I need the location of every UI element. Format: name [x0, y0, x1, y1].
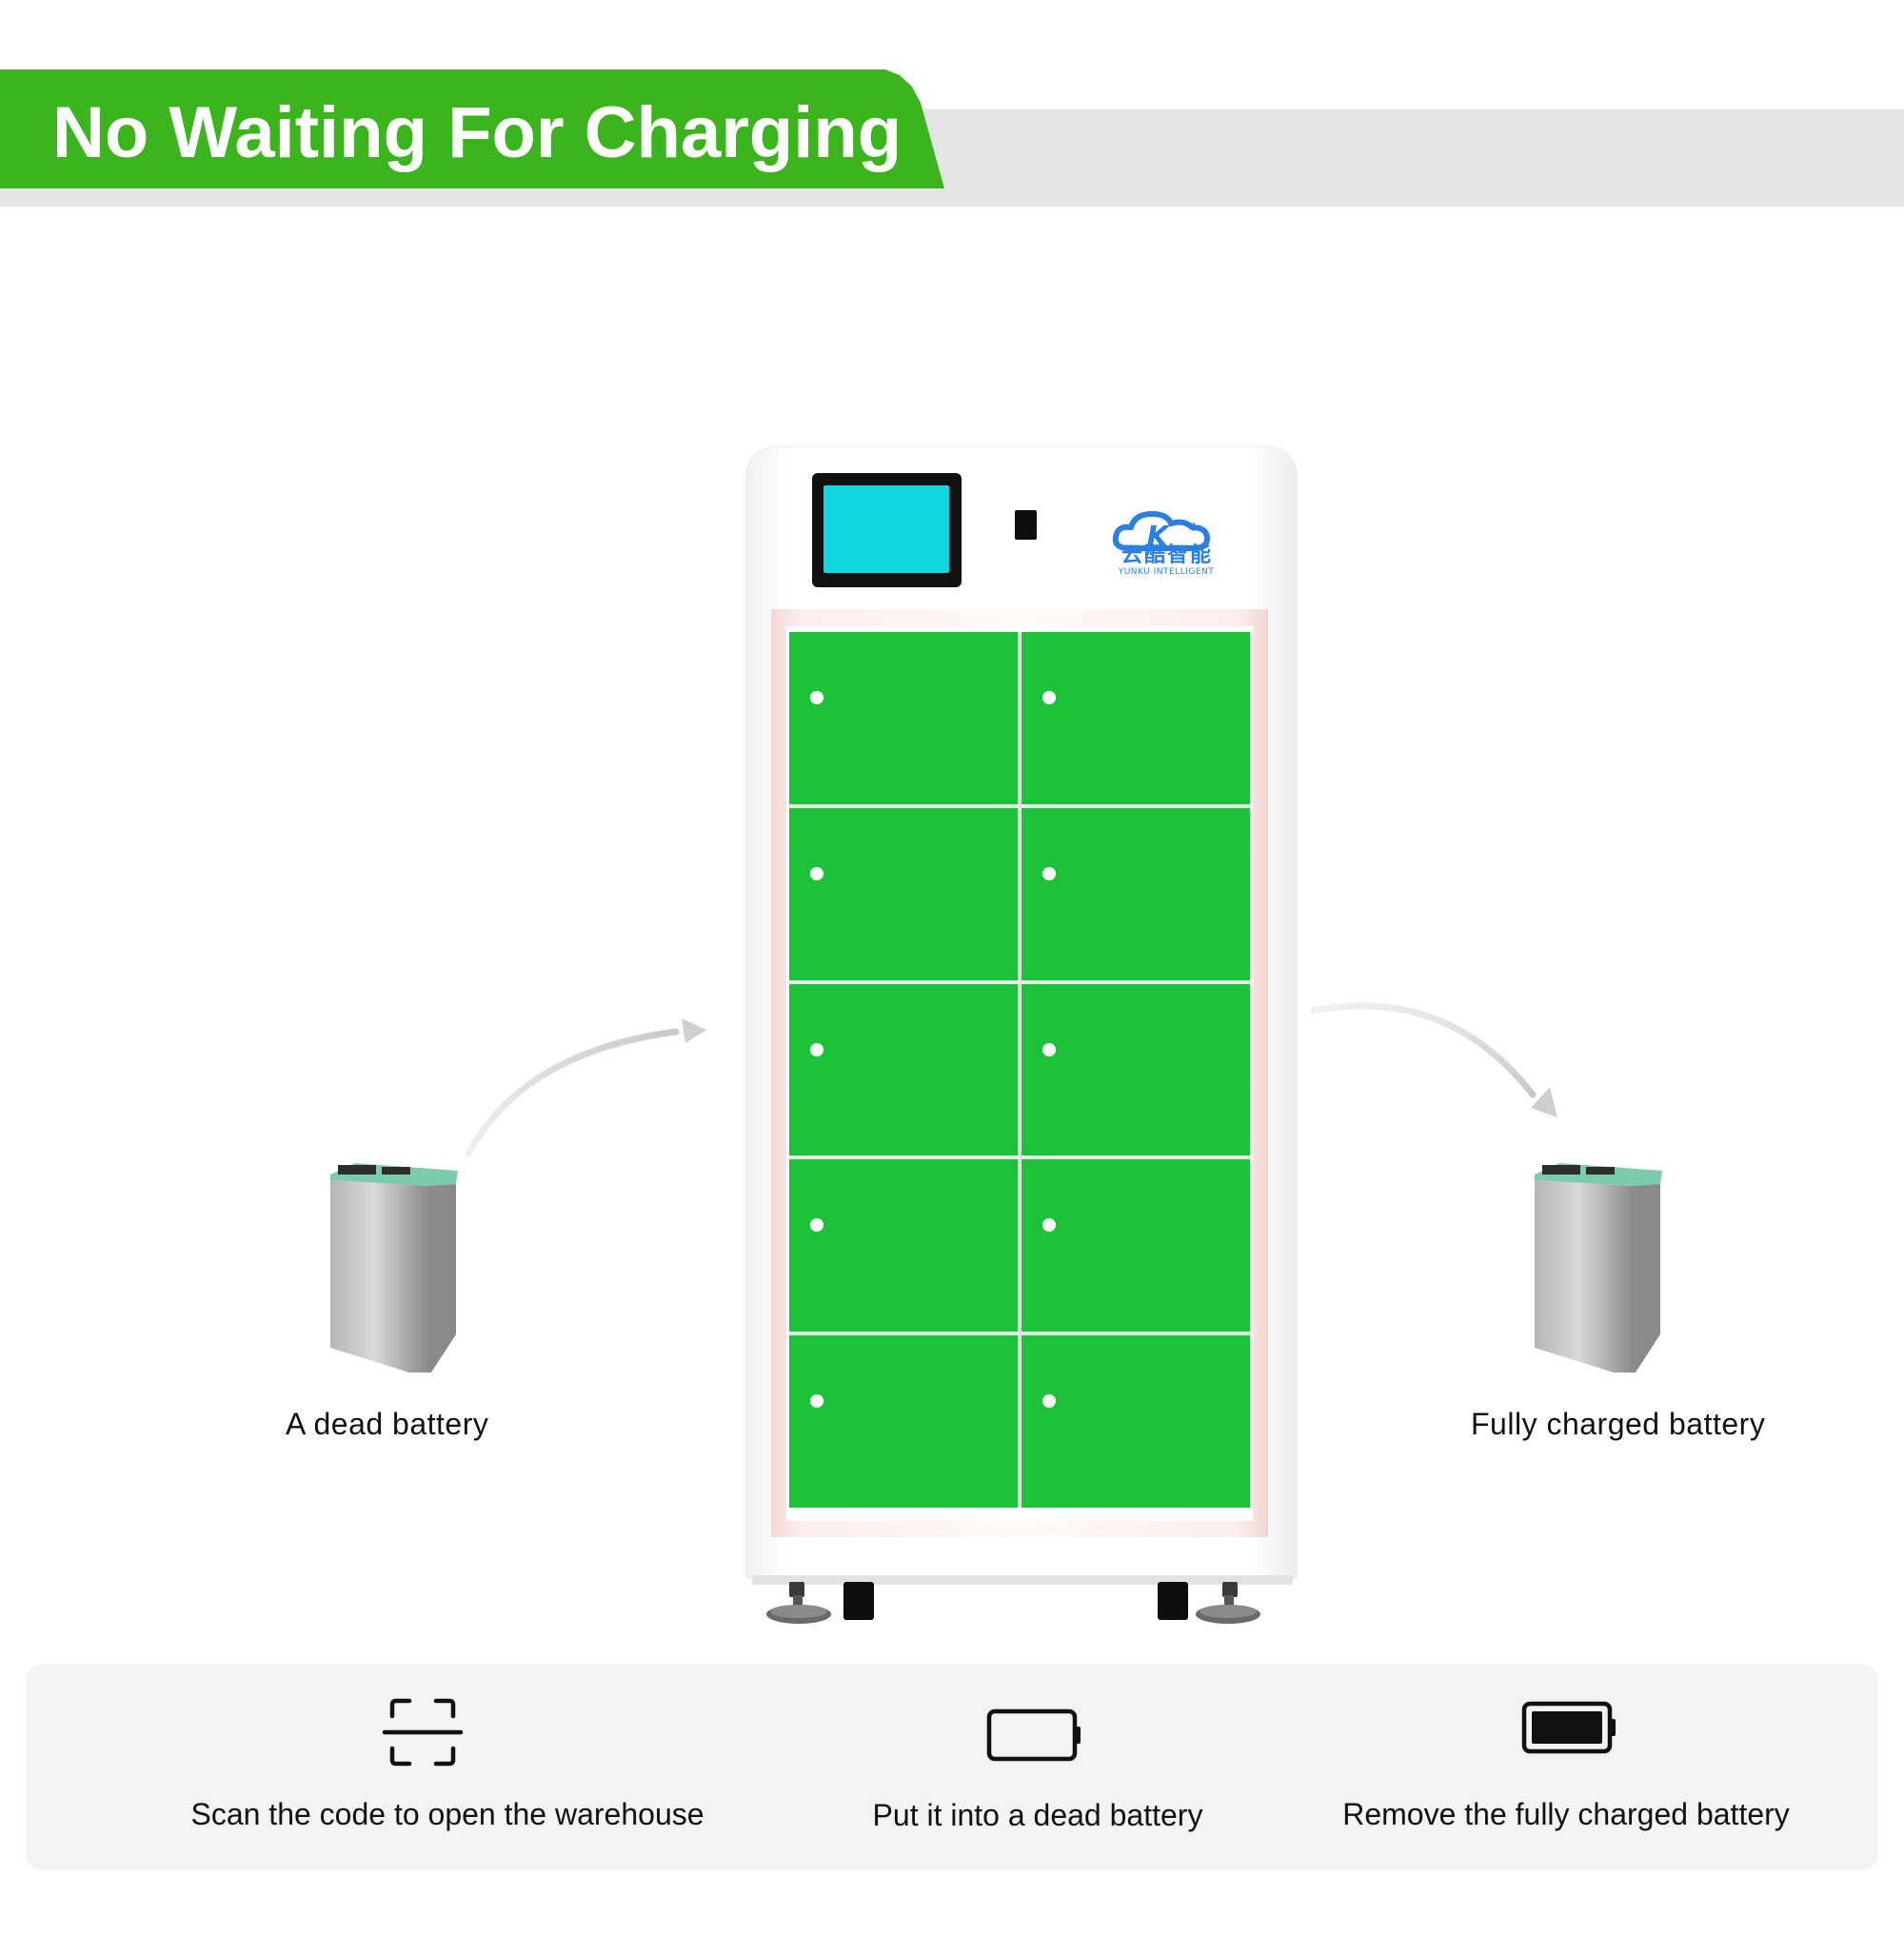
dead-battery-caption: A dead battery — [286, 1407, 489, 1441]
locker-door — [789, 807, 1018, 980]
full-battery-icon — [1521, 1701, 1616, 1754]
locker-indicator-light — [810, 1394, 823, 1409]
leveling-foot-icon — [766, 1582, 831, 1624]
charged-battery-image — [1535, 1163, 1662, 1372]
locker-grid — [789, 632, 1250, 1508]
svg-text:+: + — [1188, 520, 1200, 535]
locker-indicator-light — [810, 866, 823, 880]
brand-cloud-logo-icon: K + — [1112, 511, 1210, 554]
arrow-to-charged-battery-icon — [1310, 1002, 1557, 1117]
locker-indicator-light — [810, 1042, 823, 1056]
caster-wheel — [843, 1582, 874, 1620]
locker-door — [1021, 807, 1250, 980]
step-2-label: Put it into a dead battery — [872, 1798, 1203, 1832]
empty-battery-icon — [986, 1708, 1081, 1762]
brand-name-en: YUNKU INTELLIGENT — [1118, 567, 1215, 577]
locker-door — [1021, 632, 1250, 804]
locker-indicator-light — [1042, 1394, 1056, 1409]
locker-door — [789, 1159, 1018, 1333]
steps-panel — [27, 1665, 1877, 1869]
touch-screen — [823, 485, 949, 573]
header-title-banner — [0, 69, 944, 188]
locker-door — [1021, 1159, 1250, 1333]
locker-indicator-light — [810, 1218, 823, 1233]
locker-door — [1021, 1335, 1250, 1508]
code-scanner — [1015, 510, 1037, 540]
locker-indicator-light — [810, 691, 823, 704]
charged-battery-caption: Fully charged battery — [1471, 1407, 1766, 1441]
locker-indicator-light — [1042, 1218, 1056, 1233]
locker-indicator-light — [1042, 691, 1056, 704]
locker-door — [789, 632, 1018, 804]
step-3-label: Remove the fully charged battery — [1342, 1797, 1790, 1831]
cabinet-base — [752, 1575, 1293, 1585]
scan-frame-icon — [382, 1698, 464, 1767]
svg-text:K: K — [1146, 521, 1171, 554]
brand-name-cn: 云酷智能 — [1121, 543, 1213, 567]
step-1-label: Scan the code to open the warehouse — [190, 1797, 704, 1831]
page-title: No Waiting For Charging — [52, 92, 902, 173]
locker-indicator-light — [1042, 1042, 1056, 1056]
locker-door — [1021, 983, 1250, 1156]
locker-door — [789, 1335, 1018, 1508]
arrow-to-cabinet-icon — [465, 1018, 706, 1157]
dead-battery-image — [330, 1163, 458, 1372]
caster-wheel — [1158, 1582, 1188, 1620]
leveling-foot-icon — [1196, 1582, 1260, 1624]
locker-indicator-light — [1042, 866, 1056, 880]
locker-door — [789, 983, 1018, 1156]
